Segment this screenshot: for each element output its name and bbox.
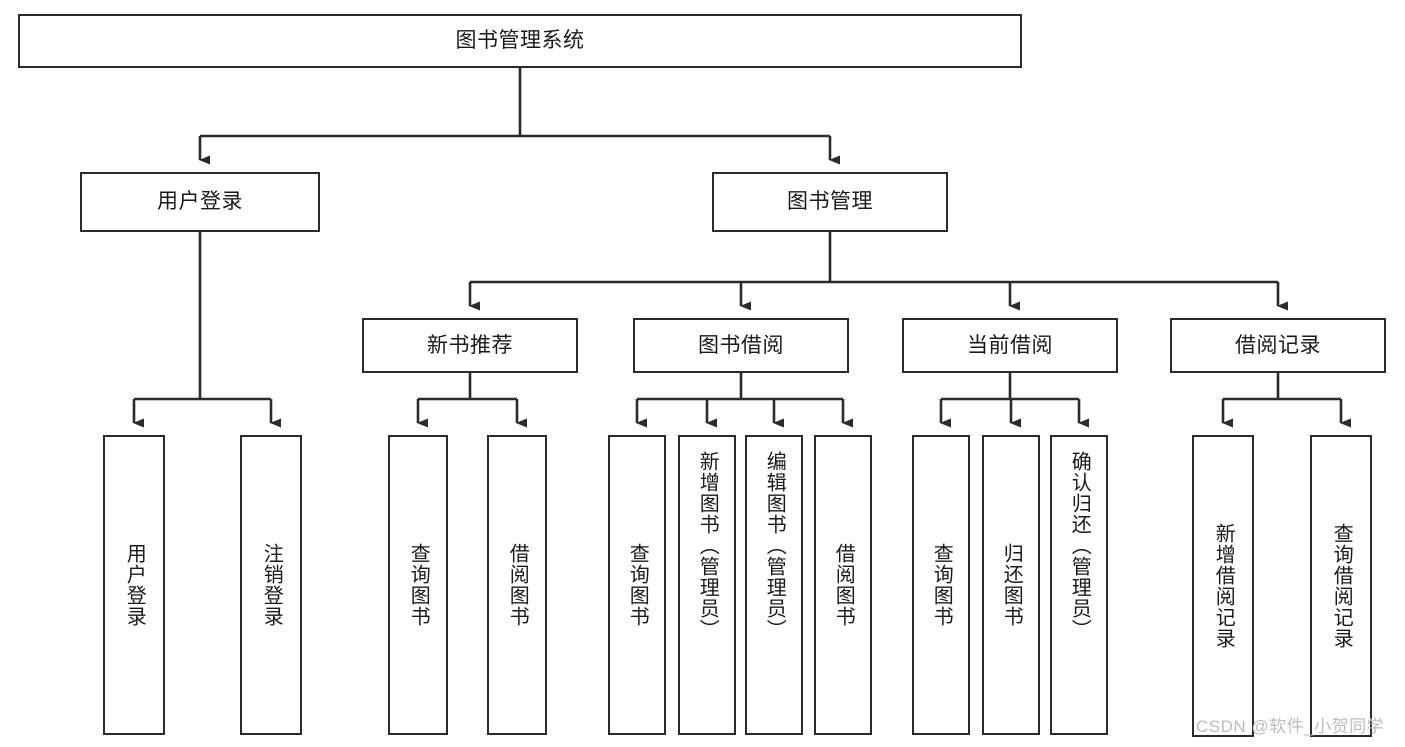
node-label: 用户登录 (123, 543, 146, 627)
node-book-manage[interactable]: 图书管理 (712, 172, 948, 232)
node-leaf-logout[interactable]: 注销登录 (240, 435, 302, 735)
node-label: 编辑图书（管理员） (763, 451, 786, 640)
connector-bus-book-manage (470, 232, 1278, 284)
node-label: 查询借阅记录 (1330, 523, 1353, 649)
connector-bus-book-borrow (637, 373, 843, 401)
node-leaf-query-book-1[interactable]: 查询图书 (388, 435, 448, 735)
node-label: 查询图书 (407, 543, 430, 627)
node-label: 注销登录 (260, 543, 283, 627)
node-label: 图书借阅 (698, 333, 784, 357)
connector-bus-new-book-recommend (418, 373, 517, 401)
connector-bus-current-borrow (941, 373, 1079, 401)
node-root[interactable]: 图书管理系统 (18, 14, 1022, 68)
connector-bus-borrow-record (1223, 373, 1341, 401)
node-label: 借阅图书 (832, 543, 855, 627)
node-leaf-add-book[interactable]: 新增图书（管理员） (678, 435, 736, 735)
node-leaf-add-record[interactable]: 新增借阅记录 (1192, 435, 1254, 737)
node-label: 新增借阅记录 (1212, 523, 1235, 649)
node-label: 确认归还（管理员） (1068, 451, 1091, 640)
node-user-login[interactable]: 用户登录 (80, 172, 320, 232)
node-label: 图书管理系统 (455, 29, 585, 53)
node-label: 借阅记录 (1235, 333, 1321, 357)
node-label: 查询图书 (930, 543, 953, 627)
node-label: 当前借阅 (967, 333, 1053, 357)
node-book-borrow[interactable]: 图书借阅 (633, 318, 849, 373)
node-label: 用户登录 (157, 190, 243, 214)
node-label: 新增图书（管理员） (696, 451, 719, 640)
node-leaf-query-record[interactable]: 查询借阅记录 (1310, 435, 1372, 737)
node-new-book-recommend[interactable]: 新书推荐 (362, 318, 578, 373)
node-leaf-query-book-3[interactable]: 查询图书 (912, 435, 970, 735)
node-leaf-confirm-return[interactable]: 确认归还（管理员） (1050, 435, 1108, 735)
node-leaf-borrow-book-2[interactable]: 借阅图书 (814, 435, 872, 735)
node-label: 归还图书 (1000, 543, 1023, 627)
node-label: 查询图书 (626, 543, 649, 627)
node-leaf-borrow-book-1[interactable]: 借阅图书 (487, 435, 547, 735)
node-borrow-record[interactable]: 借阅记录 (1170, 318, 1386, 373)
node-current-borrow[interactable]: 当前借阅 (902, 318, 1118, 373)
node-leaf-query-book-2[interactable]: 查询图书 (608, 435, 666, 735)
node-label: 借阅图书 (506, 543, 529, 627)
node-leaf-return-book[interactable]: 归还图书 (982, 435, 1040, 735)
node-label: 新书推荐 (427, 333, 513, 357)
node-label: 图书管理 (787, 190, 873, 214)
connector-bus-user-login (134, 232, 271, 401)
node-leaf-edit-book[interactable]: 编辑图书（管理员） (745, 435, 803, 735)
connector-bus-root (200, 68, 830, 138)
csdn-watermark: CSDN @软件_小贺同学 (1196, 717, 1385, 736)
node-leaf-user-login[interactable]: 用户登录 (103, 435, 165, 735)
